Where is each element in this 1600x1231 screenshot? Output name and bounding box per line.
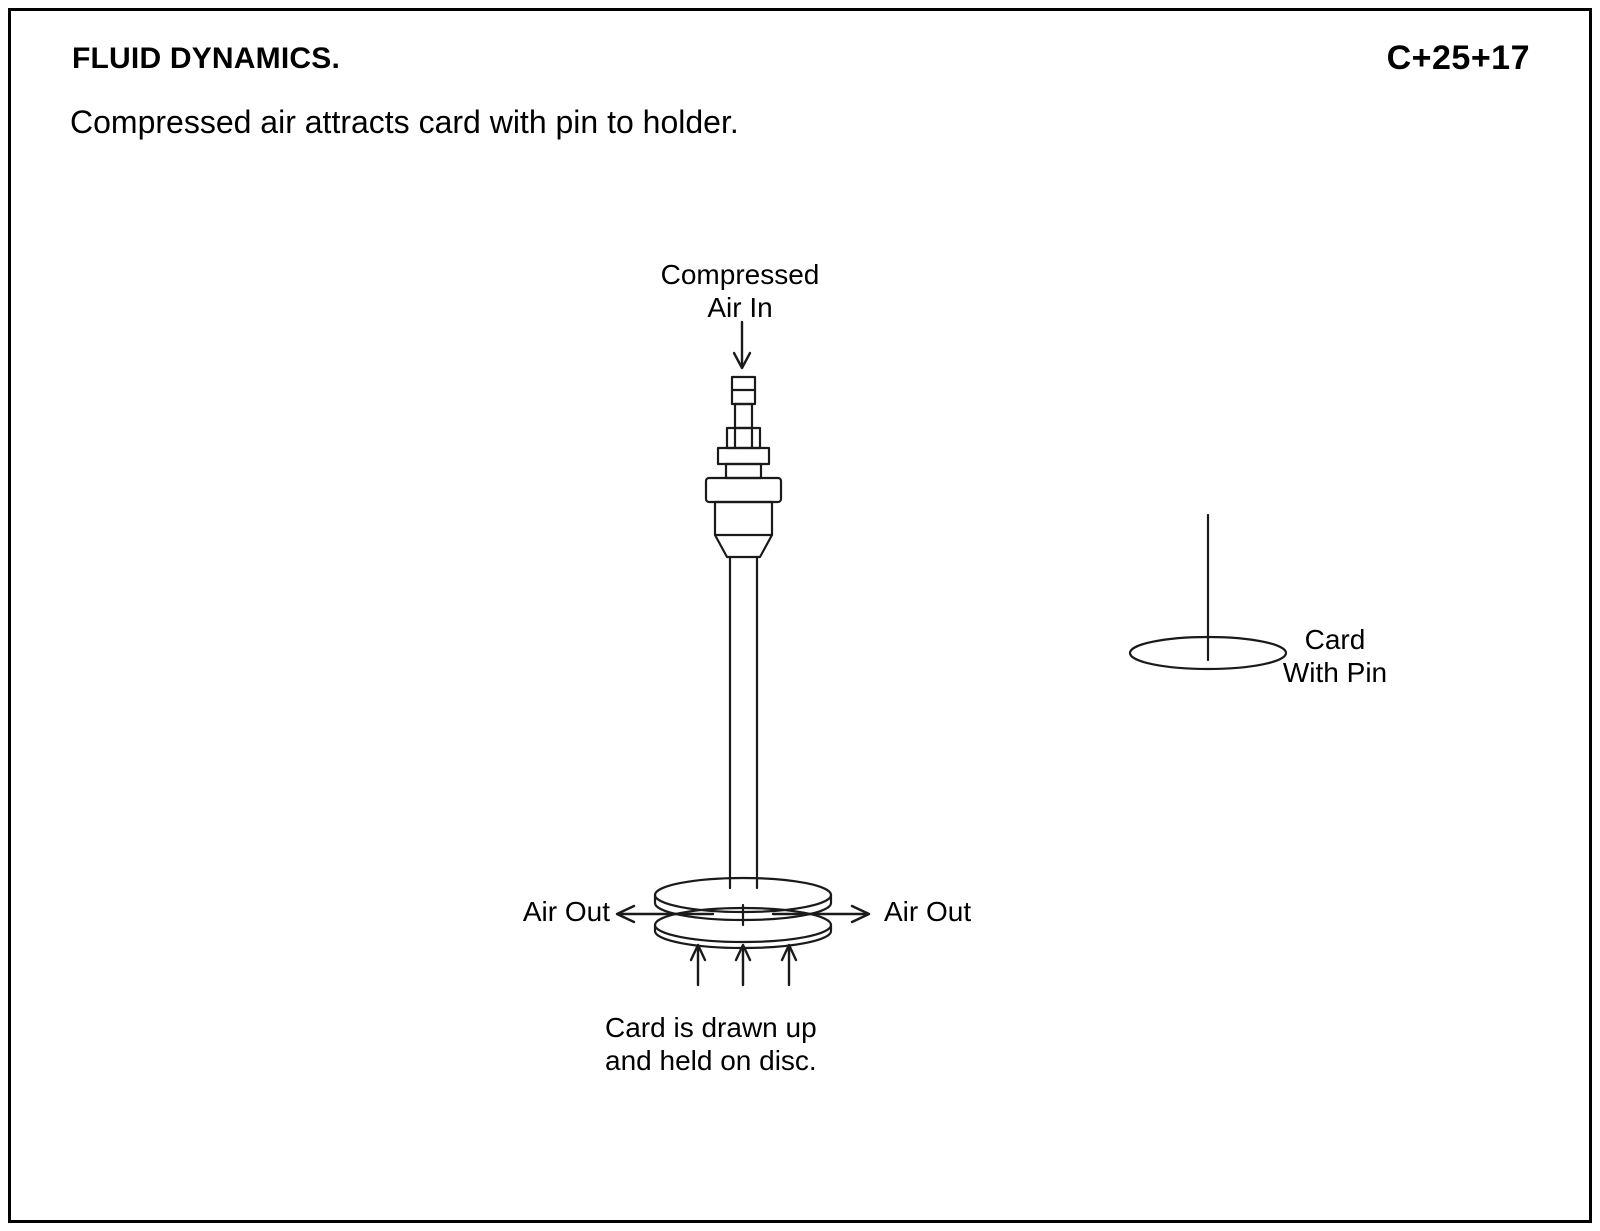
air-in-arrow <box>732 320 752 370</box>
holder-flange-upper <box>716 446 771 466</box>
holder-waist <box>724 462 763 480</box>
air-out-right-arrow <box>771 904 871 924</box>
label-card-drawn-up: Card is drawn up and held on disc. <box>605 1012 817 1077</box>
holder-body <box>713 500 774 559</box>
holder-upper-stem <box>733 402 754 430</box>
label-air-out-right: Air Out <box>884 896 972 927</box>
page-subtitle: Compressed air attracts card with pin to… <box>70 104 739 140</box>
holder-hex-collar <box>725 426 762 450</box>
label-air-in: Compressed Air In <box>660 259 820 324</box>
page-border <box>8 8 1592 1223</box>
plate-code: C+25+17 <box>1386 39 1530 77</box>
holder-collar <box>704 476 783 504</box>
holder-tube <box>728 555 759 890</box>
upflow-arrows <box>689 943 798 987</box>
label-card-with-pin: Card With Pin <box>1282 624 1388 689</box>
holder-top-nipple <box>730 375 757 406</box>
label-air-out-left: Air Out <box>522 896 610 927</box>
page-title: FLUID DYNAMICS. <box>72 42 340 75</box>
air-out-left-arrow <box>615 904 715 924</box>
card-with-pin <box>1128 513 1288 671</box>
